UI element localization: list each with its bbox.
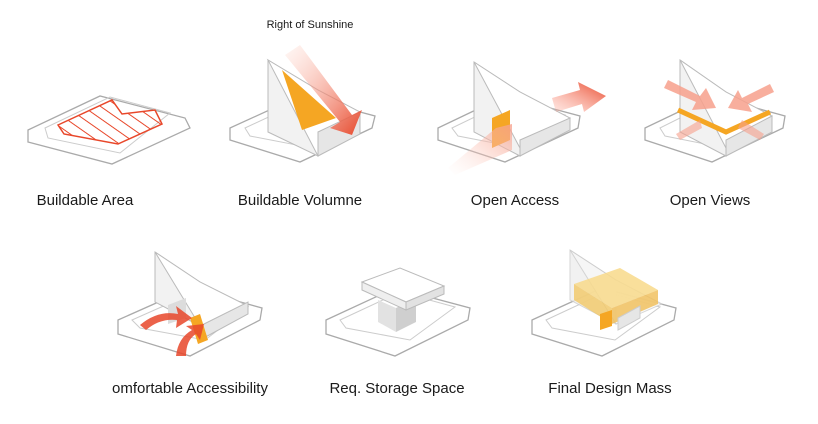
open-access-diagram bbox=[437, 61, 606, 175]
final-mass-icon bbox=[574, 268, 658, 331]
access-arrows-icon bbox=[140, 306, 204, 356]
label-final-design-mass: Final Design Mass bbox=[548, 380, 672, 397]
right-of-sunshine-annotation: Right of Sunshine bbox=[266, 19, 354, 31]
buildable-volume-diagram bbox=[229, 45, 376, 163]
open-views-arrows-icon bbox=[664, 80, 774, 140]
label-buildable-volume: Buildable Volumne bbox=[237, 192, 363, 209]
label-storage-space: Req. Storage Space bbox=[329, 380, 465, 397]
storage-space-diagram bbox=[325, 267, 471, 357]
label-open-views: Open Views bbox=[669, 192, 751, 209]
hatched-site-icon bbox=[56, 99, 164, 145]
label-comfortable-accessibility: omfortable Accessibility bbox=[112, 380, 268, 397]
final-design-mass-diagram bbox=[531, 249, 677, 357]
sun-slope-volume-icon bbox=[285, 45, 362, 135]
open-views-diagram bbox=[644, 59, 786, 163]
storage-block-icon bbox=[360, 267, 446, 332]
open-access-arrow-icon bbox=[552, 82, 606, 112]
label-open-access: Open Access bbox=[470, 192, 560, 209]
comfortable-accessibility-diagram bbox=[117, 251, 263, 357]
buildable-area-diagram bbox=[27, 95, 191, 165]
label-buildable-area: Buildable Area bbox=[36, 192, 134, 209]
